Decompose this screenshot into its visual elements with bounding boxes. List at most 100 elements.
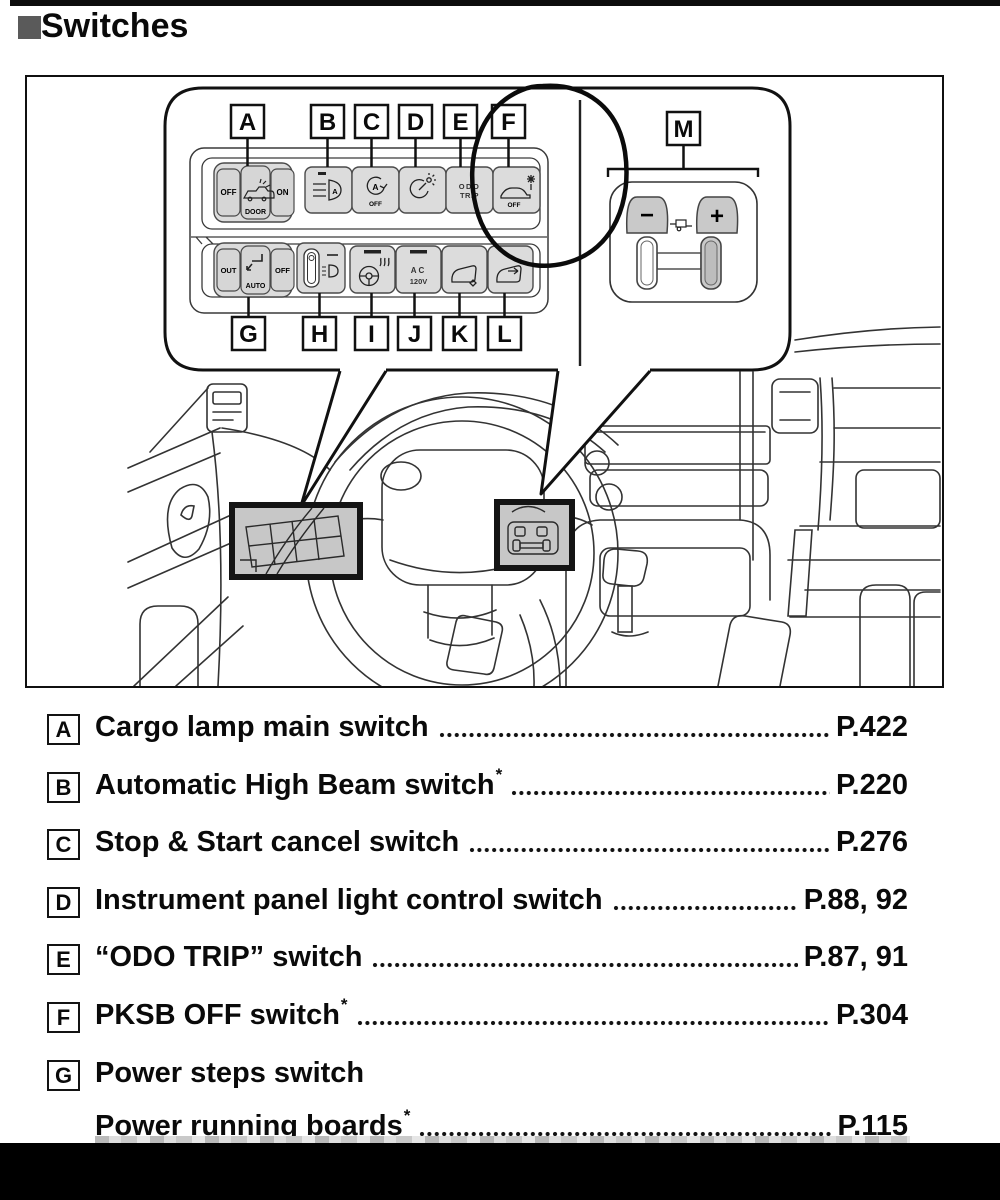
cargo-door-label: DOOR: [245, 209, 266, 216]
index-letter-box: F: [47, 1002, 80, 1033]
gain-minus-button: [625, 196, 669, 234]
page-reference: P.88, 92: [803, 884, 908, 916]
label-D: D: [407, 109, 424, 136]
ac-voltage-label: 120V: [410, 277, 428, 286]
main-switch-panel: OFF ON DOOR: [189, 147, 549, 314]
label-B: B: [319, 109, 336, 136]
heated-steering-indicator: [364, 250, 381, 254]
ahb-a-glyph: A: [332, 187, 338, 196]
index-row-f: F PKSB OFF switch* P.304: [47, 995, 908, 1033]
pksb-off-label: OFF: [508, 202, 521, 209]
index-label: Cargo lamp main switch: [95, 711, 429, 743]
mirror-adjust-button: [441, 245, 488, 294]
ac-label: AC: [411, 266, 427, 275]
label-J: J: [408, 321, 421, 348]
index-label: Power running boards*: [95, 1106, 411, 1142]
callout-pointer-right: [539, 370, 652, 496]
power-steps-switch: OUT OFF AUTO: [213, 242, 295, 298]
index-letter-box: B: [47, 772, 80, 803]
index-row-e: E “ODO TRIP” switch P.87, 91: [47, 939, 908, 975]
dashboard-diagram: OFF ON DOOR: [127, 83, 941, 710]
plus-glyph: +: [710, 203, 724, 230]
hand-drawn-circle-annotation: [469, 83, 629, 269]
pksb-icon: [500, 175, 535, 199]
index-row-a: A Cargo lamp main switch P.422: [47, 709, 908, 745]
section-title: Switches: [18, 7, 189, 45]
gain-plus-button: [695, 196, 739, 234]
brake-lever-left: [636, 236, 658, 290]
index-label: PKSB OFF switch*: [95, 995, 348, 1031]
callout-pointer-left: [299, 370, 388, 508]
dot-leader: [419, 1131, 832, 1137]
dot-leader: [511, 790, 830, 796]
steps-off-label: OFF: [275, 266, 290, 275]
cargo-lamp-switch: OFF ON DOOR: [213, 162, 295, 223]
page-reference: P.220: [835, 769, 908, 801]
label-M: M: [674, 116, 694, 143]
index-row-running-boards: Power running boards* P.115: [47, 1106, 908, 1144]
ss-a-glyph: A: [372, 182, 378, 192]
callout-labels: A B C D E F G H I J K L M: [229, 103, 702, 352]
ac-outlet-button: [395, 245, 442, 294]
page-reference: P.115: [837, 1110, 908, 1142]
index-letter-box: E: [47, 944, 80, 975]
label-F: F: [501, 109, 516, 136]
label-I: I: [368, 321, 375, 348]
mirror-fold-icon: [496, 265, 522, 283]
index-label: Instrument panel light control switch: [95, 884, 603, 916]
page-reference: P.276: [835, 826, 908, 858]
cargo-on-label: ON: [277, 188, 289, 197]
mirror-adjust-icon: [451, 265, 477, 287]
page-reference: P.422: [835, 711, 908, 743]
panel-light-control-button: [398, 166, 447, 214]
label-G: G: [239, 321, 258, 348]
label-A: A: [239, 109, 256, 136]
label-L: L: [497, 321, 512, 348]
index-letter-box: A: [47, 714, 80, 745]
dot-leader: [372, 962, 798, 968]
page-title: Switches: [41, 7, 189, 45]
dot-leader: [469, 847, 830, 853]
trailer-icon: [670, 219, 692, 232]
page-reference: P.87, 91: [803, 941, 908, 973]
gain-slider-bar: [656, 252, 702, 270]
stop-start-icon: [366, 176, 388, 195]
steps-out-label: OUT: [221, 266, 237, 275]
ac-outlet-indicator: [410, 250, 427, 254]
label-K: K: [451, 321, 469, 348]
top-scan-bar: [10, 0, 1000, 6]
index-row-b: B Automatic High Beam switch* P.220: [47, 766, 908, 803]
panel-light-icon: [409, 173, 436, 199]
index-row-g: G Power steps switch: [47, 1055, 908, 1091]
section-title-square-icon: [18, 16, 41, 39]
label-H: H: [311, 321, 328, 348]
auto-high-beam-icon: [313, 172, 342, 201]
running-board-icon: [246, 254, 263, 271]
index-row-c: C Stop & Start cancel switch P.276: [47, 824, 908, 860]
switch-location-figure: OFF ON DOOR: [25, 75, 944, 710]
dot-leader: [438, 732, 830, 738]
heated-steering-icon: [358, 257, 390, 287]
trip-label: TRIP: [460, 191, 479, 200]
scan-artifact-strip: [95, 1136, 910, 1143]
dot-leader: [612, 905, 798, 911]
odo-label: ODO: [459, 182, 481, 191]
headlight-leveling-button: [296, 242, 346, 294]
page-reference: P.304: [835, 999, 908, 1031]
index-label: Power steps switch: [95, 1057, 365, 1089]
switch-panel-location-box: [229, 502, 363, 580]
mirror-fold-button: [487, 245, 534, 294]
steps-auto-label: AUTO: [246, 283, 266, 290]
label-E: E: [452, 109, 468, 136]
index-letter-box: D: [47, 887, 80, 918]
index-label: Stop & Start cancel switch: [95, 826, 460, 858]
bottom-scan-bar: [0, 1143, 1000, 1200]
dot-leader: [356, 1020, 830, 1026]
index-label: “ODO TRIP” switch: [95, 941, 363, 973]
minus-glyph: −: [640, 202, 654, 229]
top-row-buttons: A A OFF ODO TRIP: [304, 166, 541, 214]
cargo-off-label: OFF: [221, 188, 237, 197]
index-letter-box: G: [47, 1060, 80, 1091]
trailer-controller-location-box: [494, 499, 575, 571]
